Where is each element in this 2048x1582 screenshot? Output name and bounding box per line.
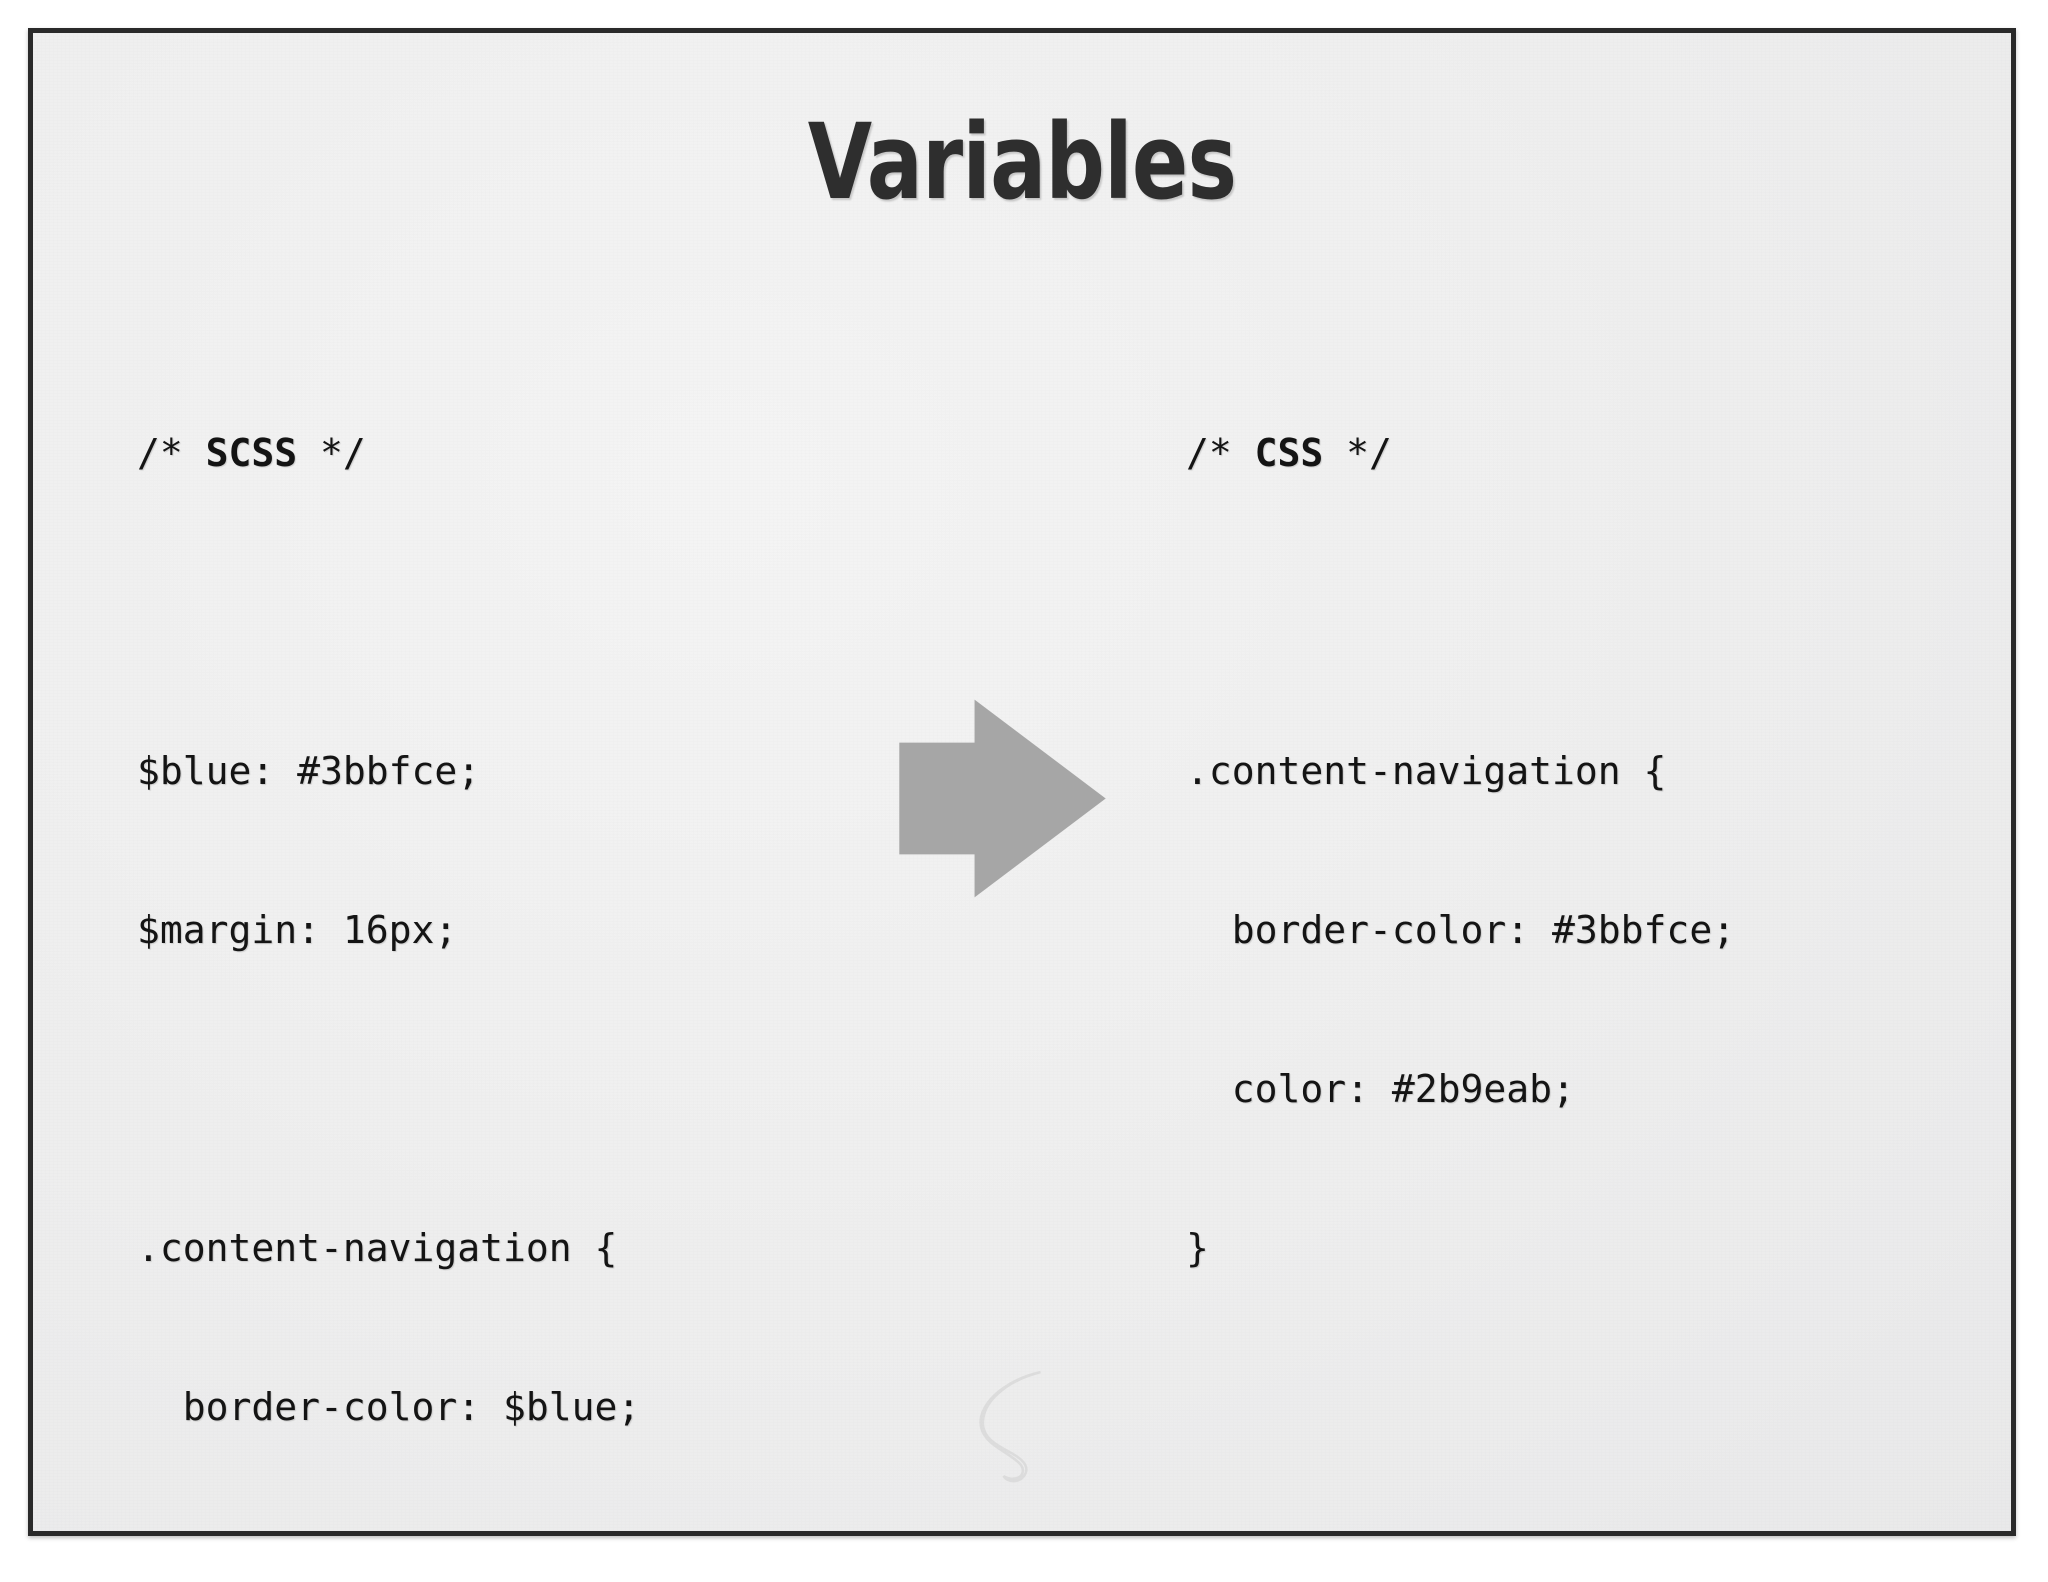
css-code-header: /* CSS */	[1186, 427, 1735, 480]
code-line-blank	[1186, 1381, 1735, 1434]
right-arrow-icon	[899, 699, 1106, 898]
code-line: border-color: $blue;	[137, 1385, 641, 1429]
slide-frame: Variables /* SCSS */ $blue: #3bbfce; $ma…	[28, 28, 2016, 1536]
comment-open-token: /*	[137, 431, 206, 475]
css-code-column: /* CSS */ .content-navigation { border-c…	[1186, 321, 1736, 1531]
code-line-blank	[137, 1063, 663, 1116]
scss-language-label: SCSS	[205, 431, 298, 475]
comment-close-token: */	[1323, 431, 1392, 475]
code-line: $margin: 16px;	[137, 908, 458, 952]
scss-code-column: /* SCSS */ $blue: #3bbfce; $margin: 16px…	[137, 321, 663, 1531]
comment-open-token: /*	[1186, 431, 1255, 475]
scss-code-body: $blue: #3bbfce; $margin: 16px; .content-…	[137, 639, 663, 1531]
sass-logo-icon	[979, 1370, 1041, 1483]
page-title: Variables	[807, 101, 1237, 223]
css-code-body: .content-navigation { border-color: #3bb…	[1186, 639, 1736, 1531]
code-line: border-color: #3bbfce;	[1186, 908, 1736, 952]
code-line: .content-navigation {	[1186, 749, 1667, 793]
code-line: color: #2b9eab;	[1186, 1067, 1575, 1111]
code-line: .content-navigation {	[137, 1226, 618, 1270]
css-language-label: CSS	[1254, 431, 1324, 475]
code-line: $blue: #3bbfce;	[137, 749, 481, 793]
code-line: }	[1186, 1226, 1209, 1270]
comment-close-token: */	[297, 431, 366, 475]
scss-code-header: /* SCSS */	[137, 427, 663, 480]
